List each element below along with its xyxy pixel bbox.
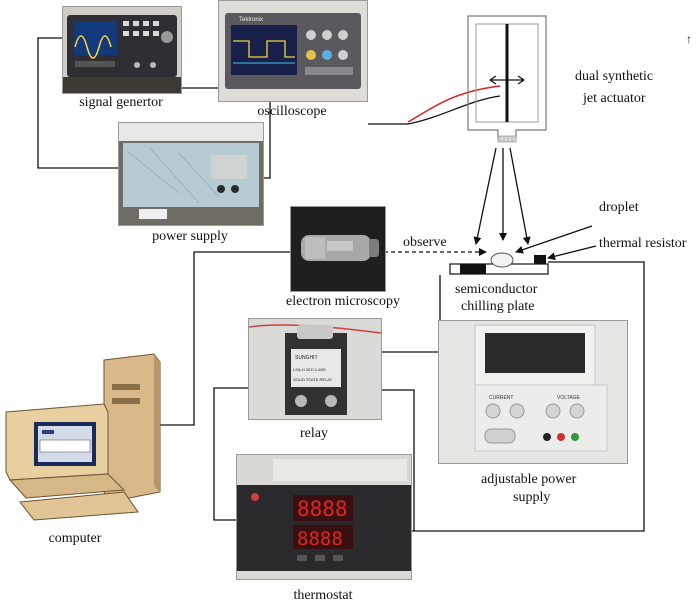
wire-red-actuator: [407, 85, 501, 123]
chilling-plate-label-line1: semiconductor: [455, 282, 538, 297]
chilling-plate-label-line2: chilling plate: [461, 299, 535, 314]
relay-photo: SUNGHIT LSA-H 3KD 1-60D SOLID STATE RELA…: [248, 318, 382, 420]
signal-generator-photo: [62, 6, 182, 94]
thermal-resistor-label: thermal resistor: [599, 236, 687, 251]
signal-generator-illustration: [63, 7, 181, 93]
electron-microscopy-label: electron microscopy: [286, 294, 400, 309]
chilling-plate-drawing: [449, 252, 549, 275]
thermostat-photo: 8888 8888: [236, 454, 412, 580]
oscilloscope-label: oscilloscope: [257, 104, 327, 119]
oscilloscope-illustration: Tektronix: [219, 1, 367, 101]
relay-brand-text: SUNGHIT: [295, 355, 318, 361]
jet-actuator-drawing: [467, 15, 547, 143]
thermostat-illustration: 8888 8888: [237, 455, 411, 579]
computer-label: computer: [48, 531, 102, 546]
signal-generator-label: signal genertor: [79, 95, 163, 110]
psu-current-text: CURRENT: [489, 395, 513, 401]
scope-brand-text: Tektronix: [239, 17, 263, 23]
actuator-label-line1: dual synthetic: [575, 69, 654, 84]
power-supply-illustration: [119, 123, 263, 225]
corner-arrow-mark: ↑: [686, 32, 692, 46]
thermostat-label: thermostat: [293, 588, 353, 603]
wire-computer-microscope: [160, 251, 290, 426]
wire-siggen-power-left: [37, 37, 120, 169]
jet-arrow-right: [509, 147, 531, 245]
jet-arrow-left: [473, 147, 497, 245]
adjustable-power-supply-illustration: CURRENT VOLTAGE: [439, 321, 627, 463]
adjustable-power-supply-photo: CURRENT VOLTAGE: [438, 320, 628, 464]
droplet-pointer: [515, 225, 593, 254]
adjustable-power-label-line1: adjustable power: [481, 472, 577, 487]
microscope-illustration: [291, 207, 385, 291]
thermostat-display-bottom: 8888: [297, 528, 343, 550]
psu-voltage-text: VOLTAGE: [557, 395, 581, 401]
droplet-label: droplet: [599, 200, 639, 215]
observe-label: observe: [403, 235, 447, 250]
wire-relay-thermostat-right: [382, 389, 415, 531]
computer-illustration: [5, 353, 161, 521]
power-supply-photo: [118, 122, 264, 226]
adjustable-power-label-line2: supply: [513, 490, 551, 505]
thermostat-display-top: 8888: [297, 497, 348, 521]
wire-plate-relay: [380, 275, 441, 353]
oscilloscope-photo: Tektronix: [218, 0, 368, 102]
electron-microscope-photo: [290, 206, 386, 292]
relay-type-text: SOLID STATE RELAY: [293, 377, 333, 382]
relay-label: relay: [300, 426, 328, 441]
relay-model-text: LSA-H 3KD 1-60D: [293, 367, 326, 372]
thermal-resistor-pointer: [547, 245, 597, 261]
actuator-label-line2: jet actuator: [583, 91, 646, 106]
wire-relay-thermostat-left: [213, 387, 248, 521]
power-supply-label: power supply: [152, 229, 228, 244]
wire-scope-actuator: [368, 95, 501, 125]
relay-illustration: SUNGHIT LSA-H 3KD 1-60D SOLID STATE RELA…: [249, 319, 381, 419]
wire-plate-thermostat: [410, 261, 645, 532]
